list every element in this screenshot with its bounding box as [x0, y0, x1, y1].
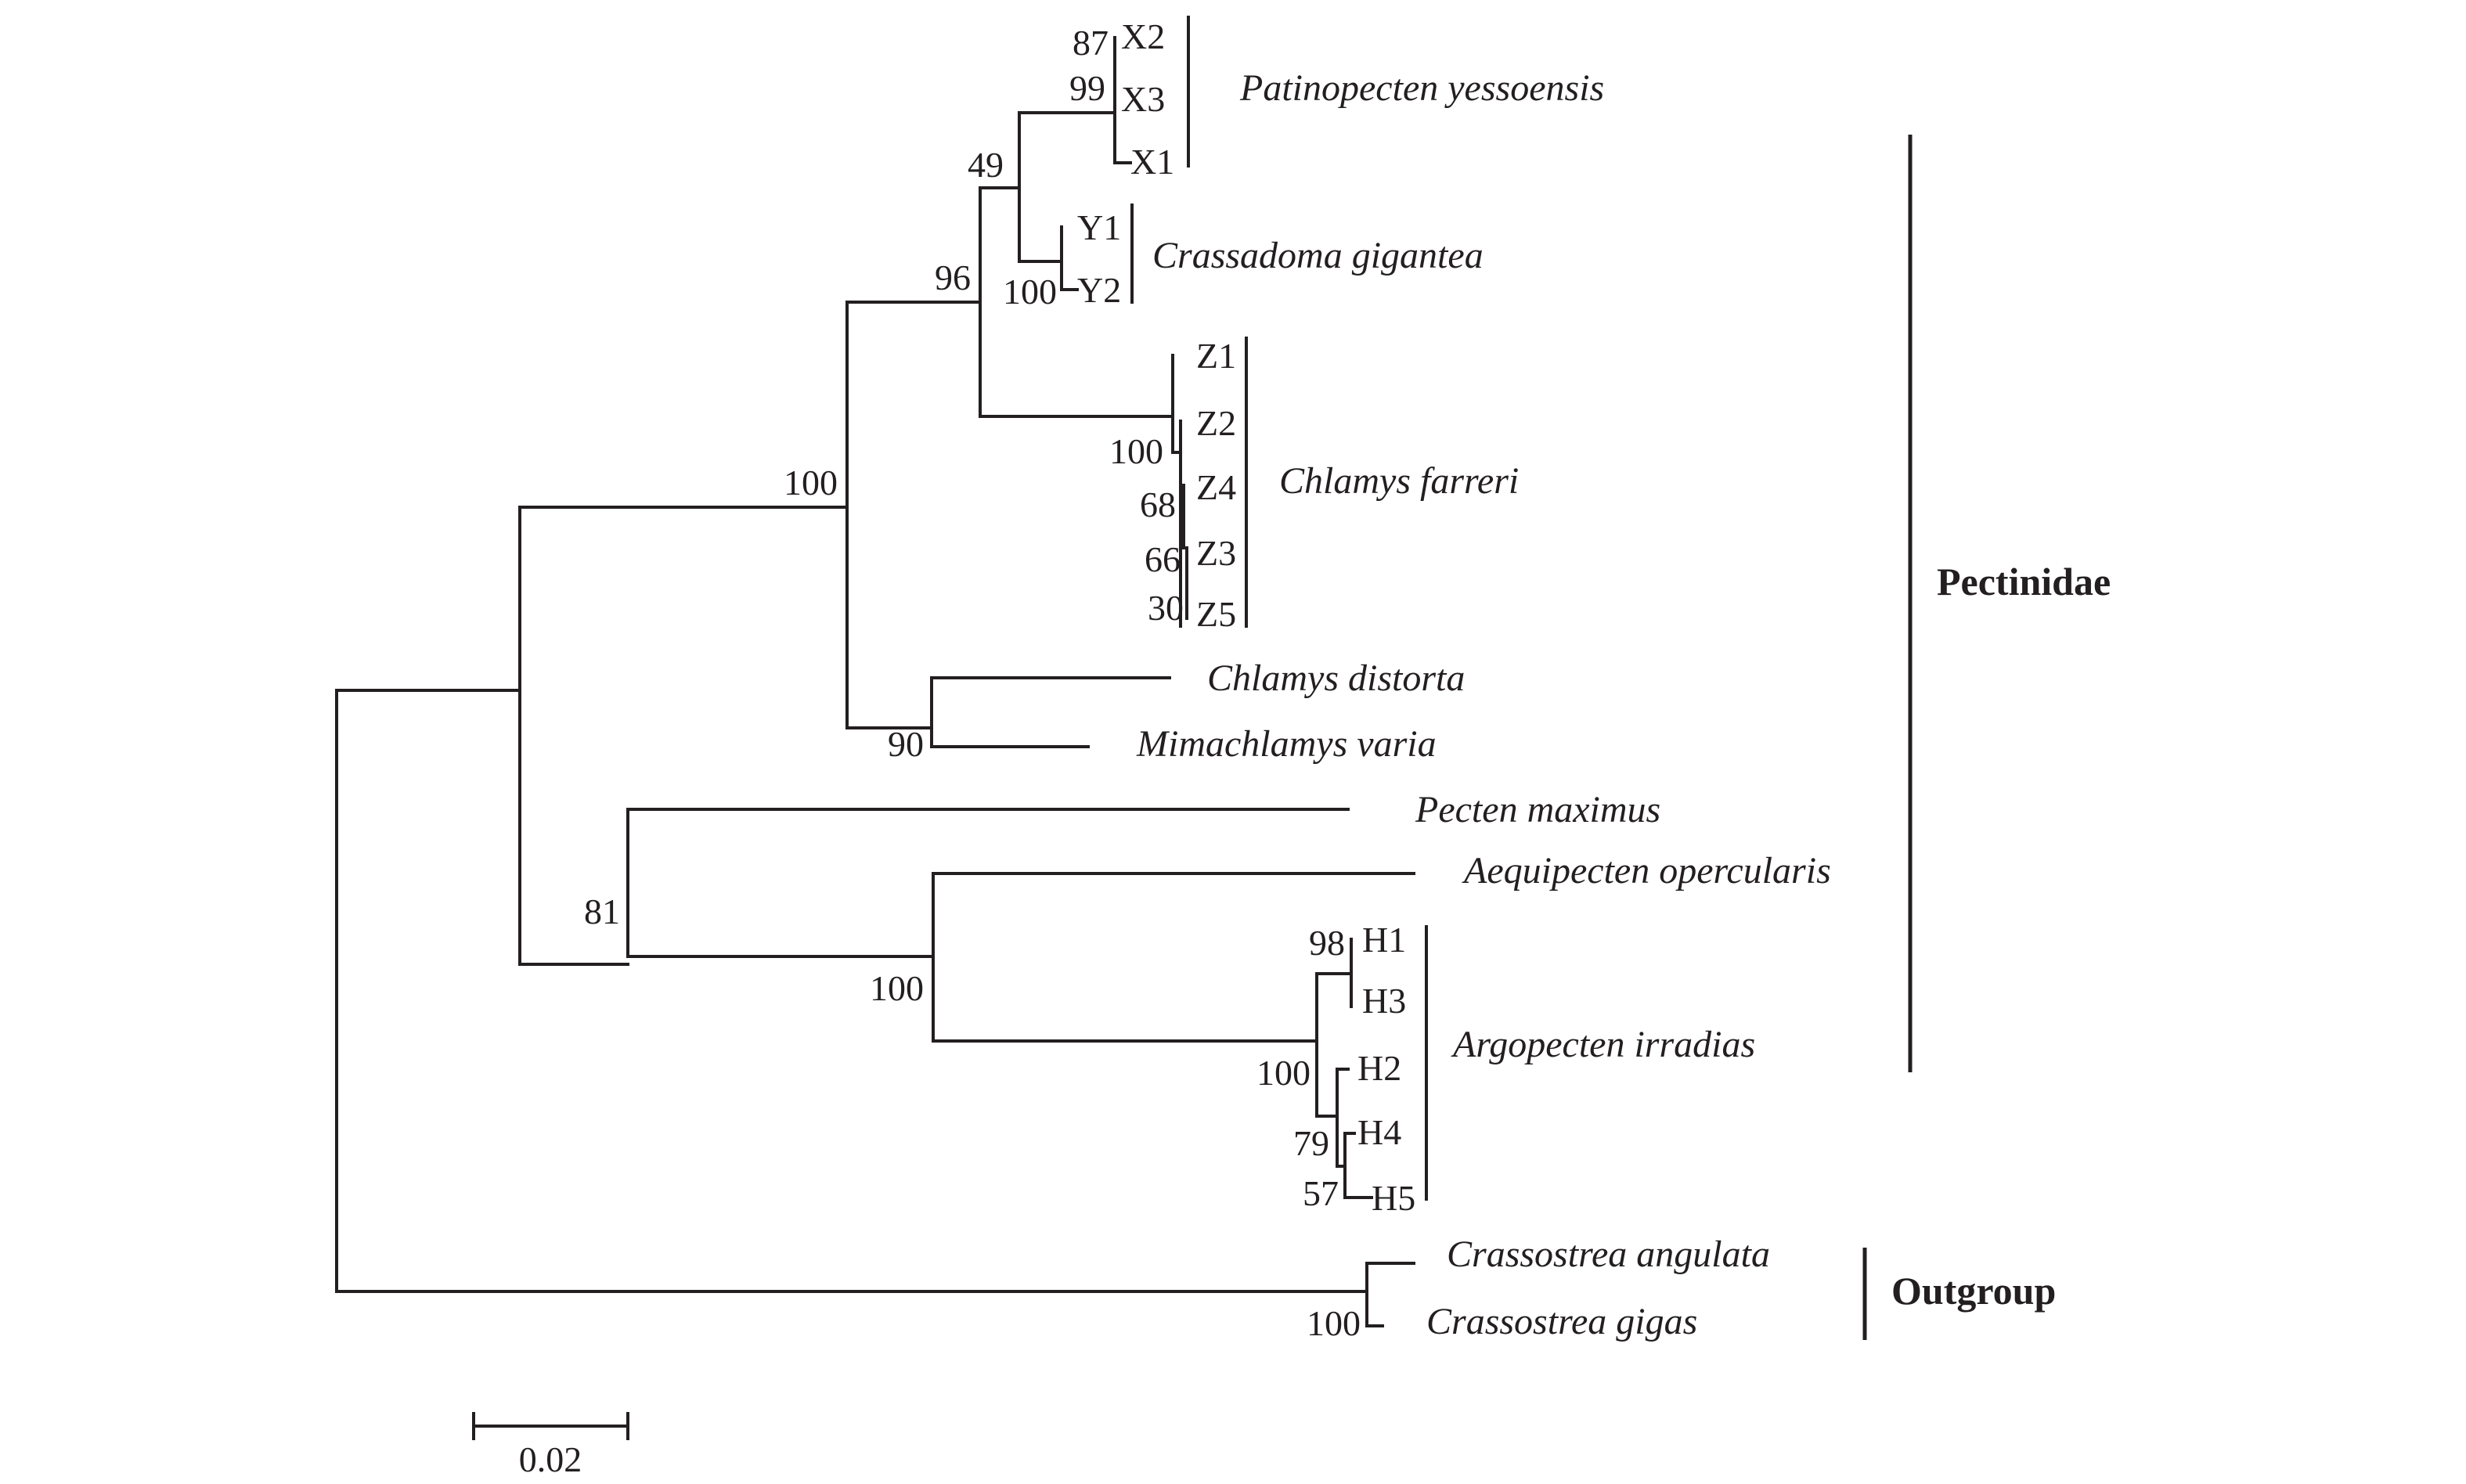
branch-xyz: [979, 186, 1174, 418]
bootstrap-n-aeq: 100: [870, 968, 924, 1008]
branch-cdmv: [930, 676, 1171, 748]
bootstrap-n-h45: 57: [1303, 1173, 1339, 1213]
bootstrap-n-y: 100: [1003, 272, 1057, 312]
family-label-pectinidae: Pectinidae: [1937, 560, 2111, 603]
bootstrap-labels: 87 99 49 96 100 100 68 66 30 100 90 81 100 98 100 79 57 1…: [584, 23, 1361, 1343]
species-label-crassostrea-angulata: Crassostrea angulata: [1447, 1234, 1770, 1275]
tree-branches: [335, 36, 1415, 1327]
scale-bar-label: 0.02: [519, 1439, 582, 1479]
bootstrap-n-z: 100: [1109, 431, 1163, 471]
species-label-chlamys-farreri: Chlamys farreri: [1279, 460, 1519, 502]
tip-label-x1: X1: [1130, 142, 1174, 182]
branch-h245: [1336, 1068, 1350, 1168]
bootstrap-n-z5: 30: [1148, 588, 1184, 628]
branch-root: [335, 689, 1368, 1293]
species-label-chlamys-distorta: Chlamys distorta: [1207, 657, 1465, 699]
bootstrap-n-z3: 66: [1145, 539, 1181, 579]
tip-label-y1: Y1: [1077, 207, 1121, 247]
bootstrap-n-h245: 79: [1293, 1123, 1329, 1163]
branch-outgroup: [1365, 1262, 1415, 1327]
bootstrap-n-lower: 81: [584, 891, 620, 931]
species-label-argopecten: Argopecten irradias: [1451, 1024, 1755, 1065]
tip-label-h1: H1: [1362, 920, 1406, 960]
branch-z: [1171, 354, 1182, 454]
bootstrap-n-cdmv: 90: [888, 724, 924, 764]
species-label-aequipecten: Aequipecten opercularis: [1462, 850, 1831, 891]
tip-label-h5: H5: [1372, 1178, 1415, 1218]
branch-h45: [1343, 1132, 1373, 1199]
branch-pectinidae: [518, 506, 849, 966]
tip-label-z3: Z3: [1196, 533, 1236, 573]
tip-label-x2: X2: [1121, 16, 1165, 56]
species-label-patinopecten: Patinopecten yessoensis: [1239, 67, 1604, 109]
tip-label-h2: H2: [1357, 1048, 1401, 1088]
scale-bar-line: [472, 1412, 629, 1440]
bootstrap-n-out: 100: [1307, 1303, 1361, 1343]
scale-bar: 0.02: [472, 1412, 629, 1479]
tip-label-z5: Z5: [1196, 594, 1236, 634]
branch-upper-clade: [845, 301, 982, 729]
bootstrap-n-upper: 100: [784, 463, 838, 502]
species-label-pecten: Pecten maximus: [1415, 789, 1660, 830]
branch-aeq: [932, 872, 1415, 1043]
bootstrap-n-xy: 49: [968, 145, 1004, 185]
branch-lower: [626, 808, 1350, 958]
tip-label-z1: Z1: [1196, 336, 1236, 376]
tip-label-x3: X3: [1121, 79, 1165, 119]
bootstrap-n-z4: 68: [1140, 484, 1176, 524]
bootstrap-n-h: 100: [1256, 1053, 1311, 1093]
tip-label-y2: Y2: [1077, 270, 1121, 310]
branch-h: [1315, 972, 1353, 1118]
tip-label-h3: H3: [1362, 981, 1406, 1021]
species-label-crassadoma: Crassadoma gigantea: [1152, 235, 1484, 276]
bootstrap-n-h13: 98: [1309, 923, 1345, 963]
species-label-crassostrea-gigas: Crassostrea gigas: [1426, 1301, 1697, 1342]
branch-y: [1060, 225, 1079, 291]
tip-label-h4: H4: [1357, 1112, 1401, 1152]
bootstrap-n-x2x3: 87: [1073, 23, 1109, 63]
bootstrap-n-xyz: 96: [935, 258, 971, 297]
branch-xy: [1018, 111, 1116, 263]
tip-label-z4: Z4: [1196, 467, 1236, 507]
family-label-outgroup: Outgroup: [1891, 1269, 2056, 1313]
tip-label-z2: Z2: [1196, 403, 1236, 443]
species-label-mimachlamys: Mimachlamys varia: [1136, 723, 1437, 765]
bootstrap-n-x: 99: [1069, 68, 1105, 108]
